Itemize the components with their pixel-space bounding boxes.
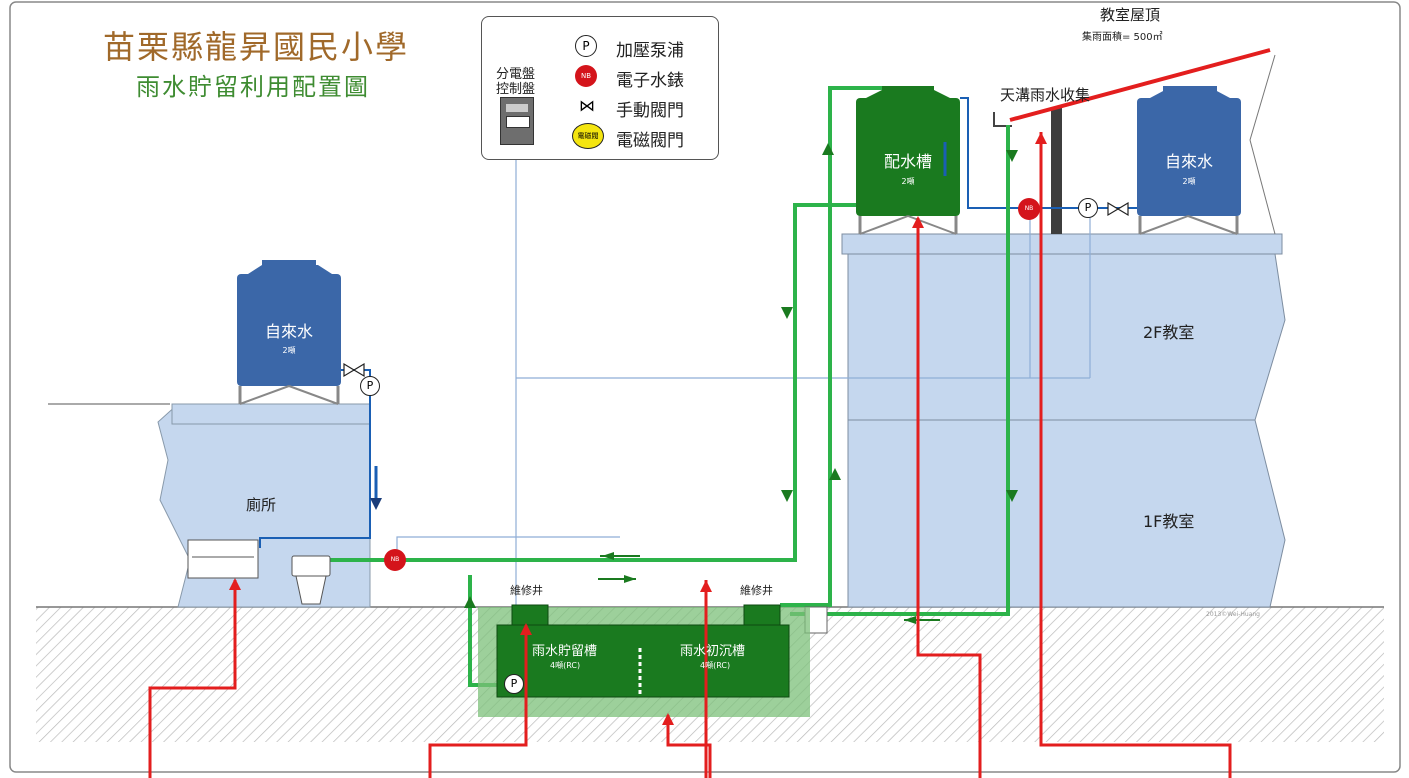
legend-label-manual-valve: 手動閥門 — [616, 101, 684, 121]
pump-icon: P — [360, 376, 380, 396]
tap-tank-right-capacity: 2噸 — [1182, 177, 1196, 186]
storage-tank-body — [496, 624, 790, 698]
sink — [187, 539, 259, 579]
toilet-icon — [291, 555, 331, 605]
control-cable-toilet — [396, 536, 620, 560]
distribution-tank-name: 配水槽 — [883, 152, 932, 171]
tap-water-tank-left — [237, 260, 341, 405]
manhole-left — [511, 604, 549, 626]
toilet-roof-slab — [171, 403, 371, 425]
legend-label-meter: 電子水錶 — [616, 71, 684, 91]
classroom-2f — [847, 253, 1286, 421]
storage-tank-name: 雨水貯留槽 — [532, 644, 598, 659]
manual-valve-icon — [1107, 201, 1129, 217]
pump-icon: P — [1078, 198, 1098, 218]
tap-tank-left-capacity: 2噸 — [282, 346, 296, 355]
tap-pipe-arrowhead-left — [370, 498, 382, 510]
roof-area: 集雨面積= 500㎡ — [1082, 32, 1163, 43]
distribution-tank-capacity: 2噸 — [901, 177, 915, 186]
panel-label-1: 分電盤 — [496, 67, 536, 82]
distribution-tank — [856, 86, 960, 235]
manual-valve-legend-icon: ⋈ — [579, 96, 595, 115]
manhole-right — [743, 604, 781, 626]
control-panel-icon — [500, 97, 534, 145]
settling-tank-capacity: 4噸(RC) — [700, 661, 731, 670]
electronic-meter-icon: NB — [384, 549, 406, 571]
page-subtitle: 雨水貯留利用配置圖 — [136, 73, 370, 101]
tap-tank-right-name: 自來水 — [1164, 152, 1213, 171]
electronic-meter-icon: NB — [1018, 198, 1040, 220]
manual-valve-icon — [343, 362, 365, 378]
watermark: 2013©Wei-Huang — [1206, 611, 1260, 618]
tap-tank-left-name: 自來水 — [264, 322, 313, 341]
gutter — [993, 112, 1012, 127]
rain-pipes — [330, 86, 1010, 687]
page-title: 苗栗縣龍昇國民小學 — [103, 28, 410, 66]
panel-label-2: 控制盤 — [496, 82, 536, 97]
manhole-right-label: 維修井 — [740, 584, 773, 597]
classroom-1f — [847, 419, 1286, 608]
legend-label-pump: 加壓泵浦 — [616, 41, 684, 61]
gutter-label: 天溝雨水收集 — [1000, 86, 1091, 104]
flow-arrows — [464, 143, 1018, 640]
tap-water-tank-right — [1137, 86, 1241, 235]
manhole-left-label: 維修井 — [510, 584, 543, 597]
pump-icon: P — [504, 674, 524, 694]
callout-lines — [148, 132, 1232, 778]
building-edge-mid — [1249, 139, 1276, 235]
room-2f: 2F教室 — [1143, 323, 1195, 342]
building-edge-top — [1249, 54, 1276, 141]
roof-label: 教室屋頂 — [1100, 6, 1161, 24]
legend-label-solenoid: 電磁閥門 — [616, 131, 684, 151]
callout-arrowheads — [229, 132, 1047, 725]
settling-tank-name: 雨水初沉槽 — [680, 644, 746, 659]
tap-pipe-right — [960, 97, 1137, 209]
storage-tank-capacity: 4噸(RC) — [550, 661, 581, 670]
pump-icon: P — [575, 35, 597, 57]
downpipe — [1051, 108, 1062, 234]
legend-panel: 分電盤 控制盤 P 加壓泵浦 NB 電子水錶 ⋈ 手動閥門 電磁閥 電磁閥門 — [481, 16, 719, 160]
room-toilet: 廁所 — [246, 496, 277, 514]
roof-line — [1009, 48, 1271, 122]
room-1f: 1F教室 — [1143, 512, 1195, 531]
solenoid-valve-icon: 電磁閥 — [572, 123, 604, 149]
roof-slab — [841, 233, 1283, 255]
electronic-meter-icon: NB — [575, 65, 597, 87]
